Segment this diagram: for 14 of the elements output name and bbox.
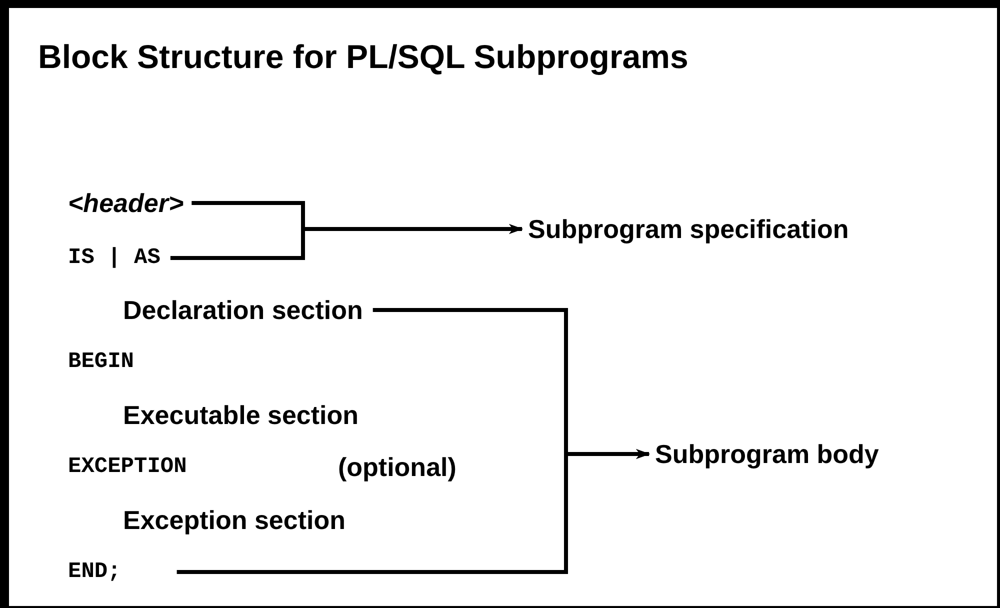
keyword-text: EXCEPTION <box>68 456 187 478</box>
section-label: Subprogram body <box>655 441 879 467</box>
note-text: (optional) <box>338 454 456 480</box>
section-label: Subprogram specification <box>528 216 849 242</box>
keyword-text: END; <box>68 561 177 583</box>
diagram-title: Block Structure for PL/SQL Subprograms <box>38 38 688 76</box>
header-text: <header> <box>68 190 192 216</box>
keyword-text: IS | AS <box>68 247 170 269</box>
keyword-text: BEGIN <box>68 351 134 373</box>
bracket-arrow <box>176 449 650 574</box>
section-text: Exception section <box>123 507 346 533</box>
bracket-arrow <box>170 224 523 260</box>
section-text: Declaration section <box>123 297 373 323</box>
section-text: Executable section <box>123 402 359 428</box>
